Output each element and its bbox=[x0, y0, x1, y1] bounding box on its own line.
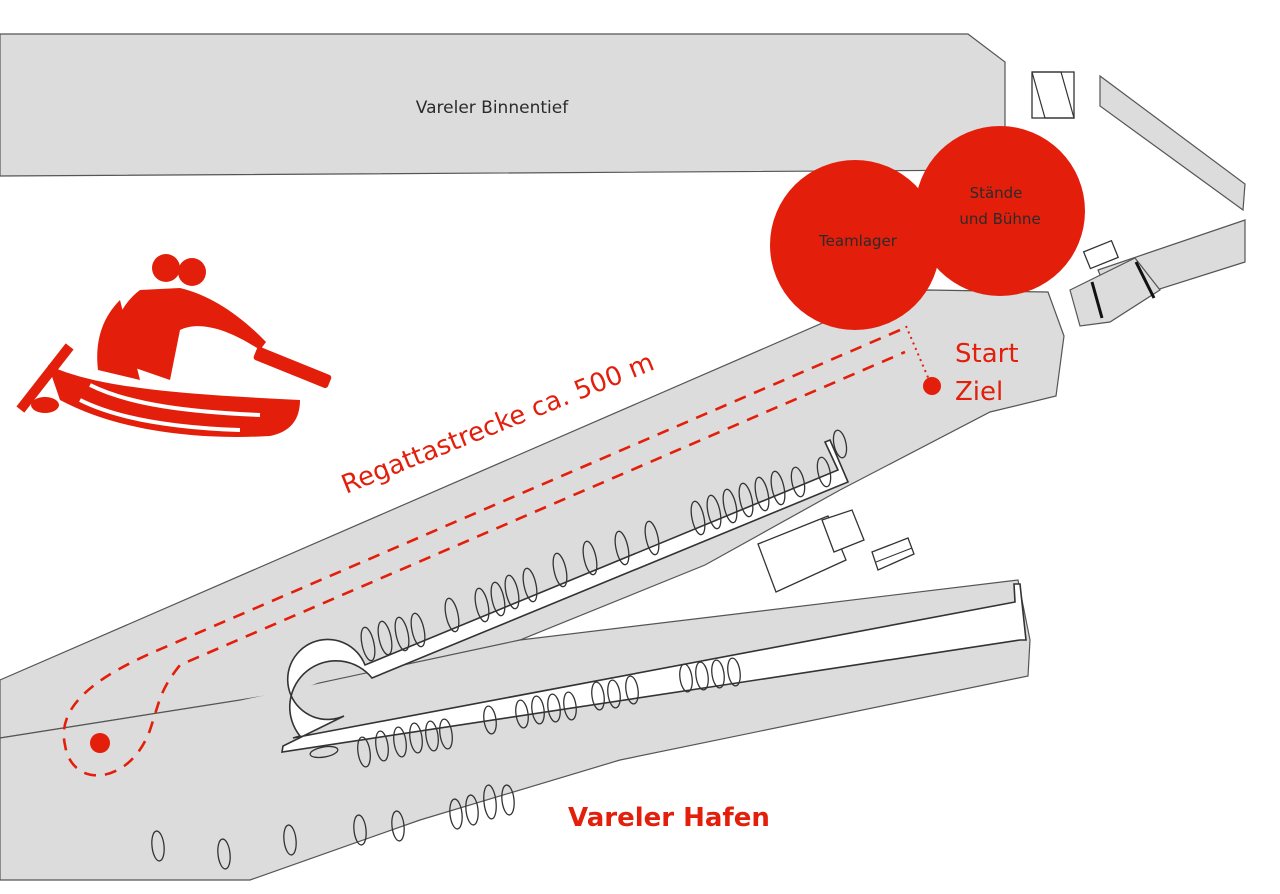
turn-marker bbox=[90, 733, 110, 753]
hafen-label: Vareler Hafen bbox=[568, 803, 770, 833]
staende-area bbox=[915, 126, 1085, 296]
boat-row-lower bbox=[309, 657, 741, 768]
lock-gate-area bbox=[1069, 257, 1161, 327]
small-hut bbox=[1082, 239, 1120, 270]
lock-building-cross bbox=[1031, 71, 1075, 119]
binnentief-label: Vareler Binnentief bbox=[416, 98, 569, 118]
start-connector bbox=[905, 325, 931, 383]
start-ziel-marker bbox=[923, 377, 941, 395]
ziel-label: Ziel bbox=[955, 377, 1003, 407]
binnentief-water bbox=[0, 33, 1006, 177]
canoe-paddlers-icon bbox=[16, 254, 332, 437]
staende-label-line2: und Bühne bbox=[959, 210, 1040, 228]
staende-label-line1: Stände bbox=[970, 184, 1023, 202]
lock-gate-1 bbox=[1090, 281, 1104, 319]
boat-row-upper bbox=[360, 429, 848, 662]
start-label: Start bbox=[955, 339, 1019, 369]
lock-gate-2 bbox=[1134, 261, 1156, 299]
east-channel-water bbox=[1099, 74, 1246, 212]
teamlager-label: Teamlager bbox=[818, 232, 898, 250]
harbor-buildings bbox=[757, 509, 915, 593]
boat-row-bottom bbox=[151, 784, 515, 870]
central-pier bbox=[281, 438, 1027, 753]
regatta-route bbox=[62, 328, 906, 777]
teamlager-area bbox=[770, 160, 940, 330]
